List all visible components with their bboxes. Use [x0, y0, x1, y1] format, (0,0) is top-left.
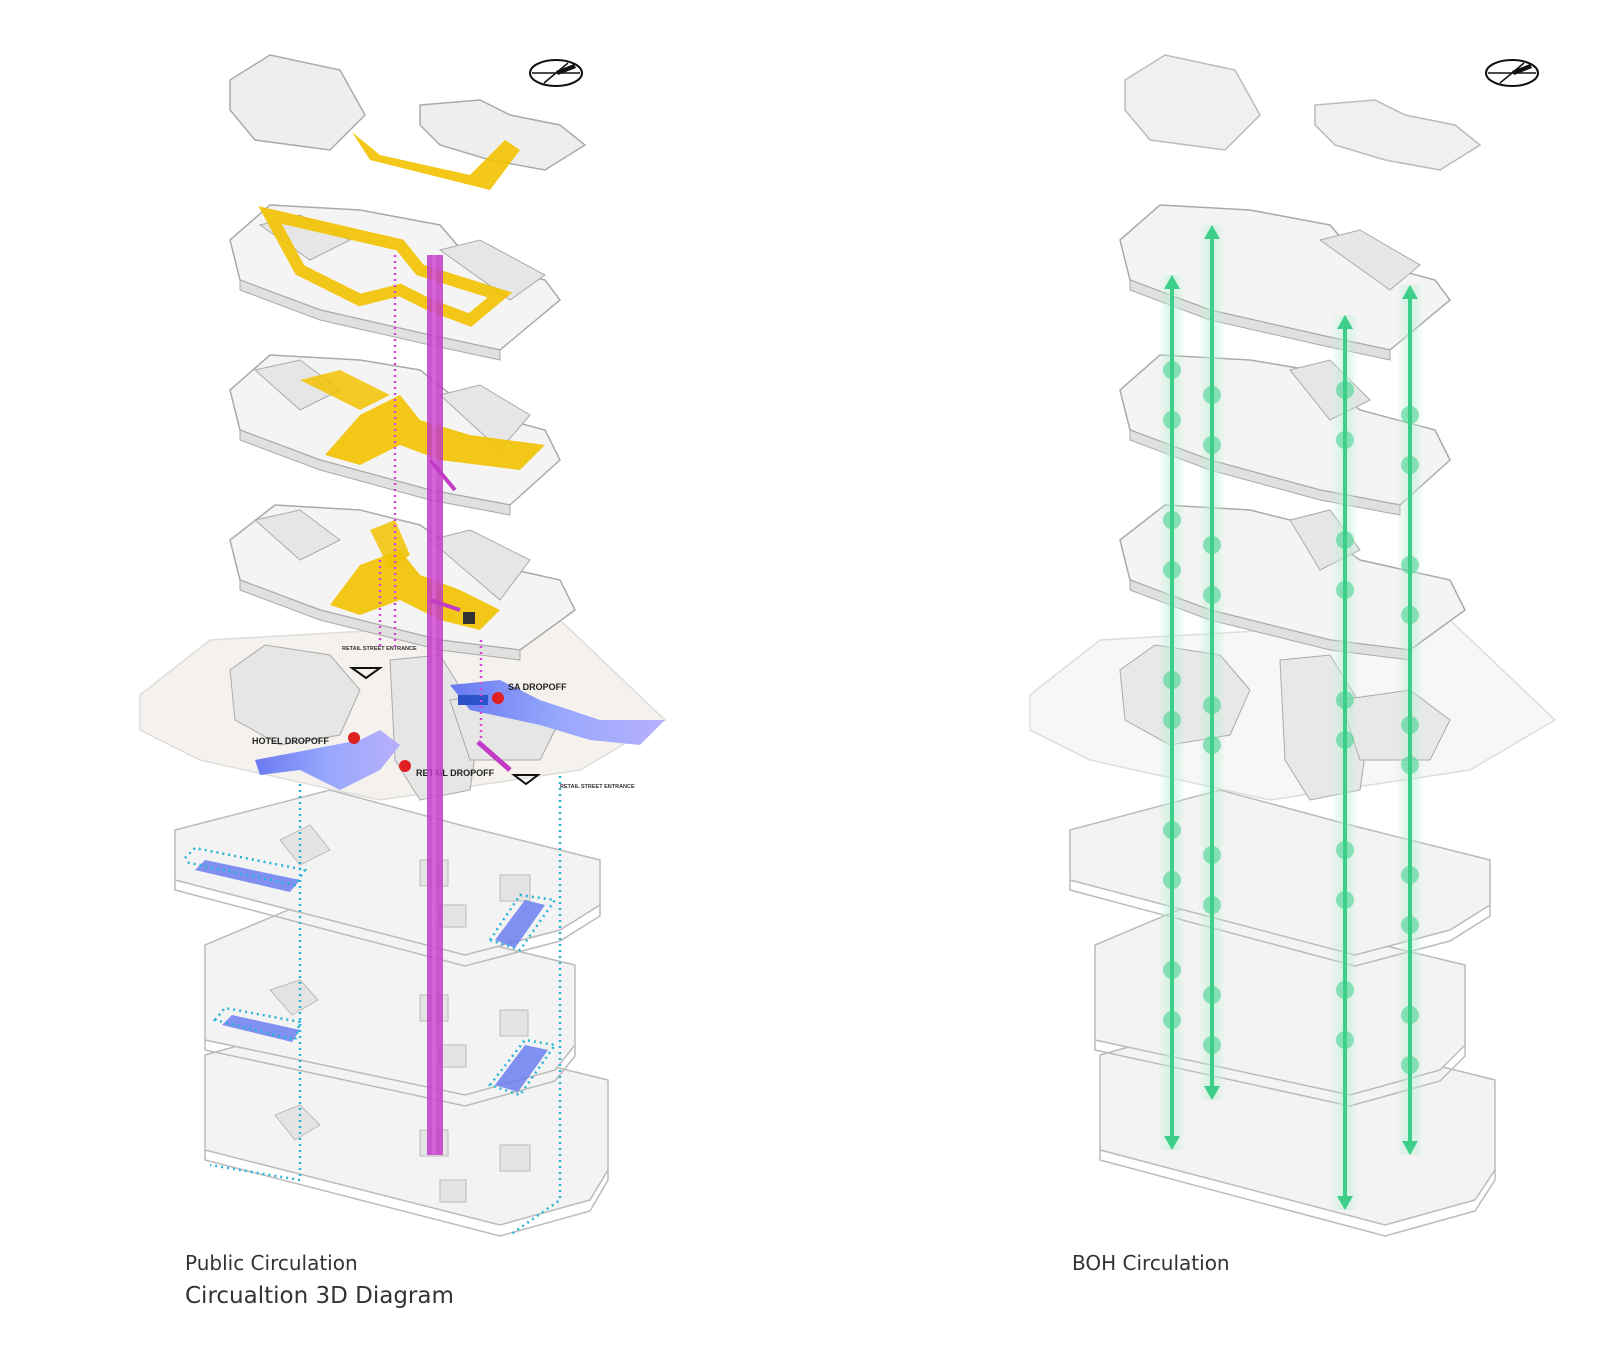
- boh-floor-node: [1336, 731, 1354, 749]
- boh-top-level: [1124, 54, 1482, 171]
- entrance-triangle-icon: [348, 667, 384, 680]
- caption-boh-circulation: BOH Circulation: [1072, 1251, 1230, 1275]
- hotel-dropoff-marker: [348, 732, 360, 744]
- diagram-title: Circualtion 3D Diagram: [185, 1283, 454, 1309]
- boh-floor-node: [1336, 581, 1354, 599]
- boh-floor-node: [1336, 531, 1354, 549]
- boh-floor-node: [1401, 556, 1419, 574]
- north-arrow-icon: [1485, 59, 1539, 87]
- label-retail-dropoff: RETAIL DROPOFF: [416, 768, 495, 778]
- label-sa-dropoff: SA DROPOFF: [508, 682, 567, 692]
- boh-floor-node: [1401, 606, 1419, 624]
- boh-floor-node: [1401, 916, 1419, 934]
- escalator-dotted-links: [184, 740, 562, 1237]
- boh-floor-node: [1163, 711, 1181, 729]
- boh-floor-node: [1401, 1056, 1419, 1074]
- vertical-dotted-links: [378, 255, 483, 740]
- arrowhead-icon: [1337, 315, 1353, 329]
- boh-floor-node: [1336, 381, 1354, 399]
- boh-floor-node: [1401, 456, 1419, 474]
- boh-floor-node: [1203, 896, 1221, 914]
- entrance-triangle-icon: [511, 774, 541, 786]
- boh-circulation-diagram: [1029, 54, 1557, 1237]
- boh-floor-node: [1163, 961, 1181, 979]
- boh-ground: [1029, 619, 1557, 801]
- caption-public-circulation: Public Circulation: [185, 1251, 358, 1275]
- boh-floor-node: [1163, 511, 1181, 529]
- boh-floor-node: [1163, 561, 1181, 579]
- public-circulation-diagram: RETAIL STREET ENTRANCE SA DROPOFF HOTEL …: [139, 54, 667, 1237]
- boh-floor-node: [1203, 736, 1221, 754]
- boh-floor-node: [1163, 871, 1181, 889]
- boh-floor-node: [1203, 536, 1221, 554]
- boh-floor-node: [1163, 1011, 1181, 1029]
- sa-dropoff-marker: [492, 692, 504, 704]
- retail-dropoff-marker: [399, 760, 411, 772]
- boh-floor-node: [1203, 586, 1221, 604]
- boh-floor-node: [1203, 986, 1221, 1004]
- escalator-b2-west: [222, 1015, 300, 1042]
- top-level: [229, 54, 587, 190]
- boh-floor-node: [1401, 716, 1419, 734]
- escalator-b2-east: [495, 1045, 548, 1092]
- boh-floor-node: [1401, 866, 1419, 884]
- boh-floor-node: [1163, 411, 1181, 429]
- arrowhead-icon: [1402, 1141, 1418, 1155]
- boh-floor-node: [1401, 756, 1419, 774]
- boh-floor-node: [1203, 846, 1221, 864]
- boh-floor-node: [1203, 1036, 1221, 1054]
- ground-floor: RETAIL STREET ENTRANCE SA DROPOFF HOTEL …: [139, 619, 667, 801]
- boh-floor-node: [1336, 981, 1354, 999]
- boh-floor-node: [1336, 841, 1354, 859]
- boh-floor-node: [1336, 691, 1354, 709]
- boh-floor-node: [1401, 406, 1419, 424]
- arrowhead-icon: [1164, 275, 1180, 289]
- podium-level-3: [229, 204, 562, 361]
- arrowhead-icon: [1204, 1086, 1220, 1100]
- label-hotel-dropoff: HOTEL DROPOFF: [252, 736, 329, 746]
- podium-level-1: [229, 504, 576, 661]
- arrowhead-icon: [1164, 1136, 1180, 1150]
- arrowhead-icon: [1402, 285, 1418, 299]
- label-retail-street-entrance-bottom: RETAIL STREET ENTRANCE: [560, 784, 635, 790]
- arrowhead-icon: [1204, 225, 1220, 239]
- arrowhead-icon: [1337, 1196, 1353, 1210]
- boh-floor-node: [1163, 671, 1181, 689]
- boh-vertical-shafts: [1158, 225, 1424, 1210]
- boh-floor-node: [1336, 1031, 1354, 1049]
- main-vertical-core: [427, 255, 461, 1155]
- boh-floor-node: [1163, 361, 1181, 379]
- north-arrow-icon: [529, 59, 583, 87]
- boh-floor-node: [1203, 436, 1221, 454]
- boh-floor-node: [1401, 1006, 1419, 1024]
- boh-floor-node: [1203, 696, 1221, 714]
- boh-floor-node: [1203, 386, 1221, 404]
- boh-floor-node: [1163, 821, 1181, 839]
- label-retail-street-entrance-top: RETAIL STREET ENTRANCE: [342, 646, 417, 652]
- basement-floor-1: [174, 789, 601, 967]
- boh-floor-node: [1336, 431, 1354, 449]
- boh-floor-node: [1336, 891, 1354, 909]
